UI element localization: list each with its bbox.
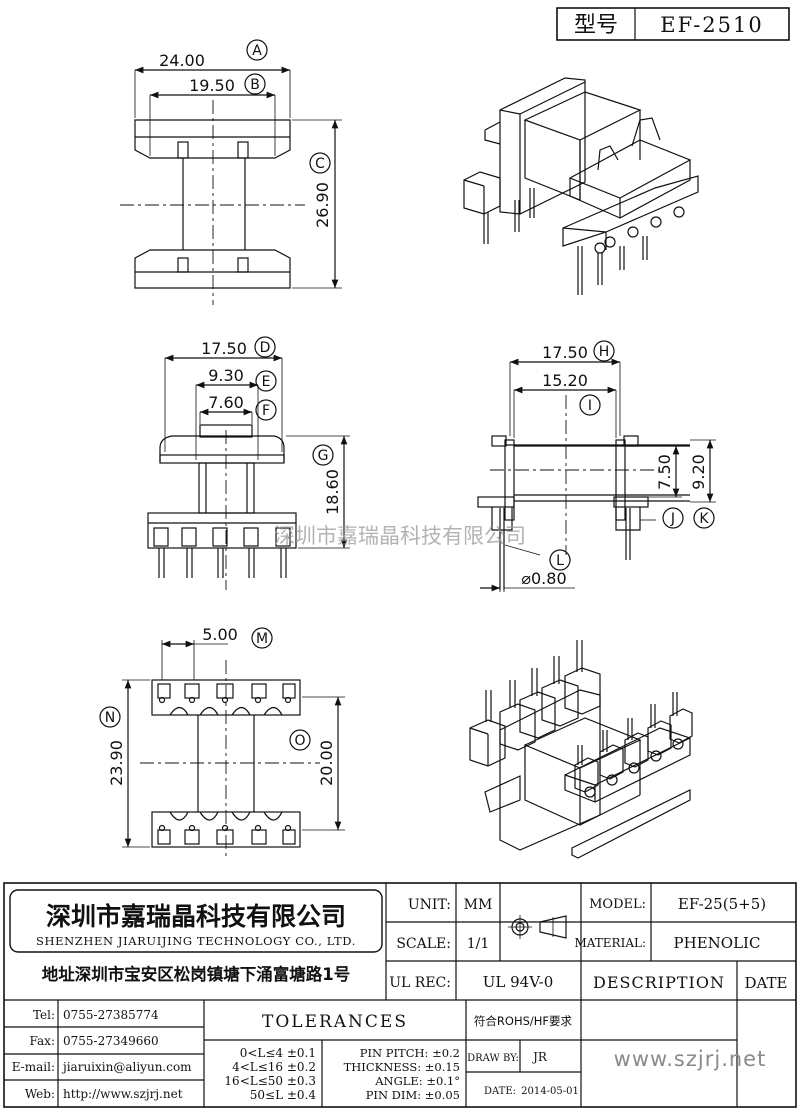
tol-4: 50≤L ±0.4 [250,1088,317,1102]
thickness-tol: THICKNESS: ±0.15 [344,1060,460,1074]
model-label: MODEL: [589,897,646,912]
dim-b-value: 19.50 [189,76,235,95]
ref-j: J [670,511,675,527]
watermark: 深圳市嘉瑞晶科技有限公司 [274,524,526,548]
email-label: E-mail: [12,1060,55,1074]
ref-d: D [260,340,271,356]
isometric-view-top [463,77,699,295]
draw-by-label: DRAW BY: [467,1053,519,1064]
material-label: MATERIAL: [574,936,646,950]
model-code: EF-2510 [660,13,764,37]
scale-label: SCALE: [396,936,451,952]
ref-g: G [318,448,329,464]
tol-2: 4<L≤16 ±0.2 [232,1060,316,1074]
company-name-cn: 深圳市嘉瑞晶科技有限公司 [46,902,346,931]
ref-a: A [252,43,262,59]
website-large: www.szjrj.net [614,1047,767,1071]
ref-k: K [699,511,709,527]
tol-3: 16<L≤50 ±0.3 [224,1074,316,1088]
date-label: DATE [745,974,788,992]
isometric-view-bottom [469,640,693,859]
bottom-view [122,640,345,860]
ref-f: F [262,403,270,419]
ref-b: B [250,77,260,93]
fax-value: 0755-27349660 [63,1034,159,1048]
model-value: EF-25(5+5) [678,895,766,913]
dim-g-value: 18.60 [323,469,342,515]
dim-c-value: 26.90 [313,182,332,228]
tel-value: 0755-27385774 [63,1008,159,1022]
ulrec-value: UL 94V-0 [483,973,554,991]
dim-h-value: 17.50 [542,343,588,362]
company-name-en: SHENZHEN JIARUIJING TECHNOLOGY CO., LTD. [36,934,356,948]
dim-d-value: 17.50 [201,339,247,358]
ref-l: L [556,553,564,569]
description-label: DESCRIPTION [593,973,725,992]
pin-dim-tol: PIN DIM: ±0.05 [366,1088,460,1102]
ref-o: O [294,733,305,749]
material-value: PHENOLIC [674,934,761,952]
email-value: jiaruixin@aliyun.com [61,1060,192,1074]
rohs-compliance: 符合ROHS/HF要求 [474,1014,573,1028]
type-label: 型号 [574,13,618,38]
ref-m: M [256,631,268,647]
unit-value: MM [464,897,493,913]
ref-e: E [262,374,271,390]
ref-n: N [105,710,115,726]
ref-i: I [588,398,592,414]
dim-o-value: 20.00 [317,740,336,786]
title-block [3,882,797,1108]
dim-a-value: 24.00 [159,51,205,70]
dim-f-value: 7.60 [208,393,244,412]
web-value: http://www.szjrj.net [63,1087,183,1101]
fax-label: Fax: [30,1034,55,1048]
company-address: 地址深圳市宝安区松岗镇塘下涌富塘路1号 [42,964,350,984]
ref-c: C [315,156,325,172]
scale-value: 1/1 [467,936,490,952]
dim-m-value: 5.00 [202,625,238,644]
side-view [477,358,716,592]
date-value-label: DATE: [484,1086,516,1097]
unit-label: UNIT: [408,897,451,913]
date-value: 2014-05-01 [521,1086,579,1097]
front-view [147,354,350,590]
draw-by-value: JR [531,1050,548,1064]
top-view [120,66,342,305]
ref-h: H [599,344,610,360]
dim-e-value: 9.30 [208,366,244,385]
tol-1: 0<L≤4 ±0.1 [240,1046,316,1060]
model-header: 型号 EF-2510 [556,7,790,41]
pin-diameter-value: ⌀0.80 [521,569,566,588]
tolerances-label: TOLERANCES [262,1012,408,1032]
pin-pitch-tol: PIN PITCH: ±0.2 [360,1046,460,1060]
dim-750-value: 7.50 [655,454,674,490]
dim-i-value: 15.20 [542,371,588,390]
angle-tol: ANGLE: ±0.1° [374,1074,460,1088]
dim-920-value: 9.20 [689,454,708,490]
ulrec-label: UL REC: [389,975,451,991]
web-label: Web: [25,1087,55,1101]
tel-label: Tel: [33,1008,55,1022]
dim-n-value: 23.90 [107,740,126,786]
